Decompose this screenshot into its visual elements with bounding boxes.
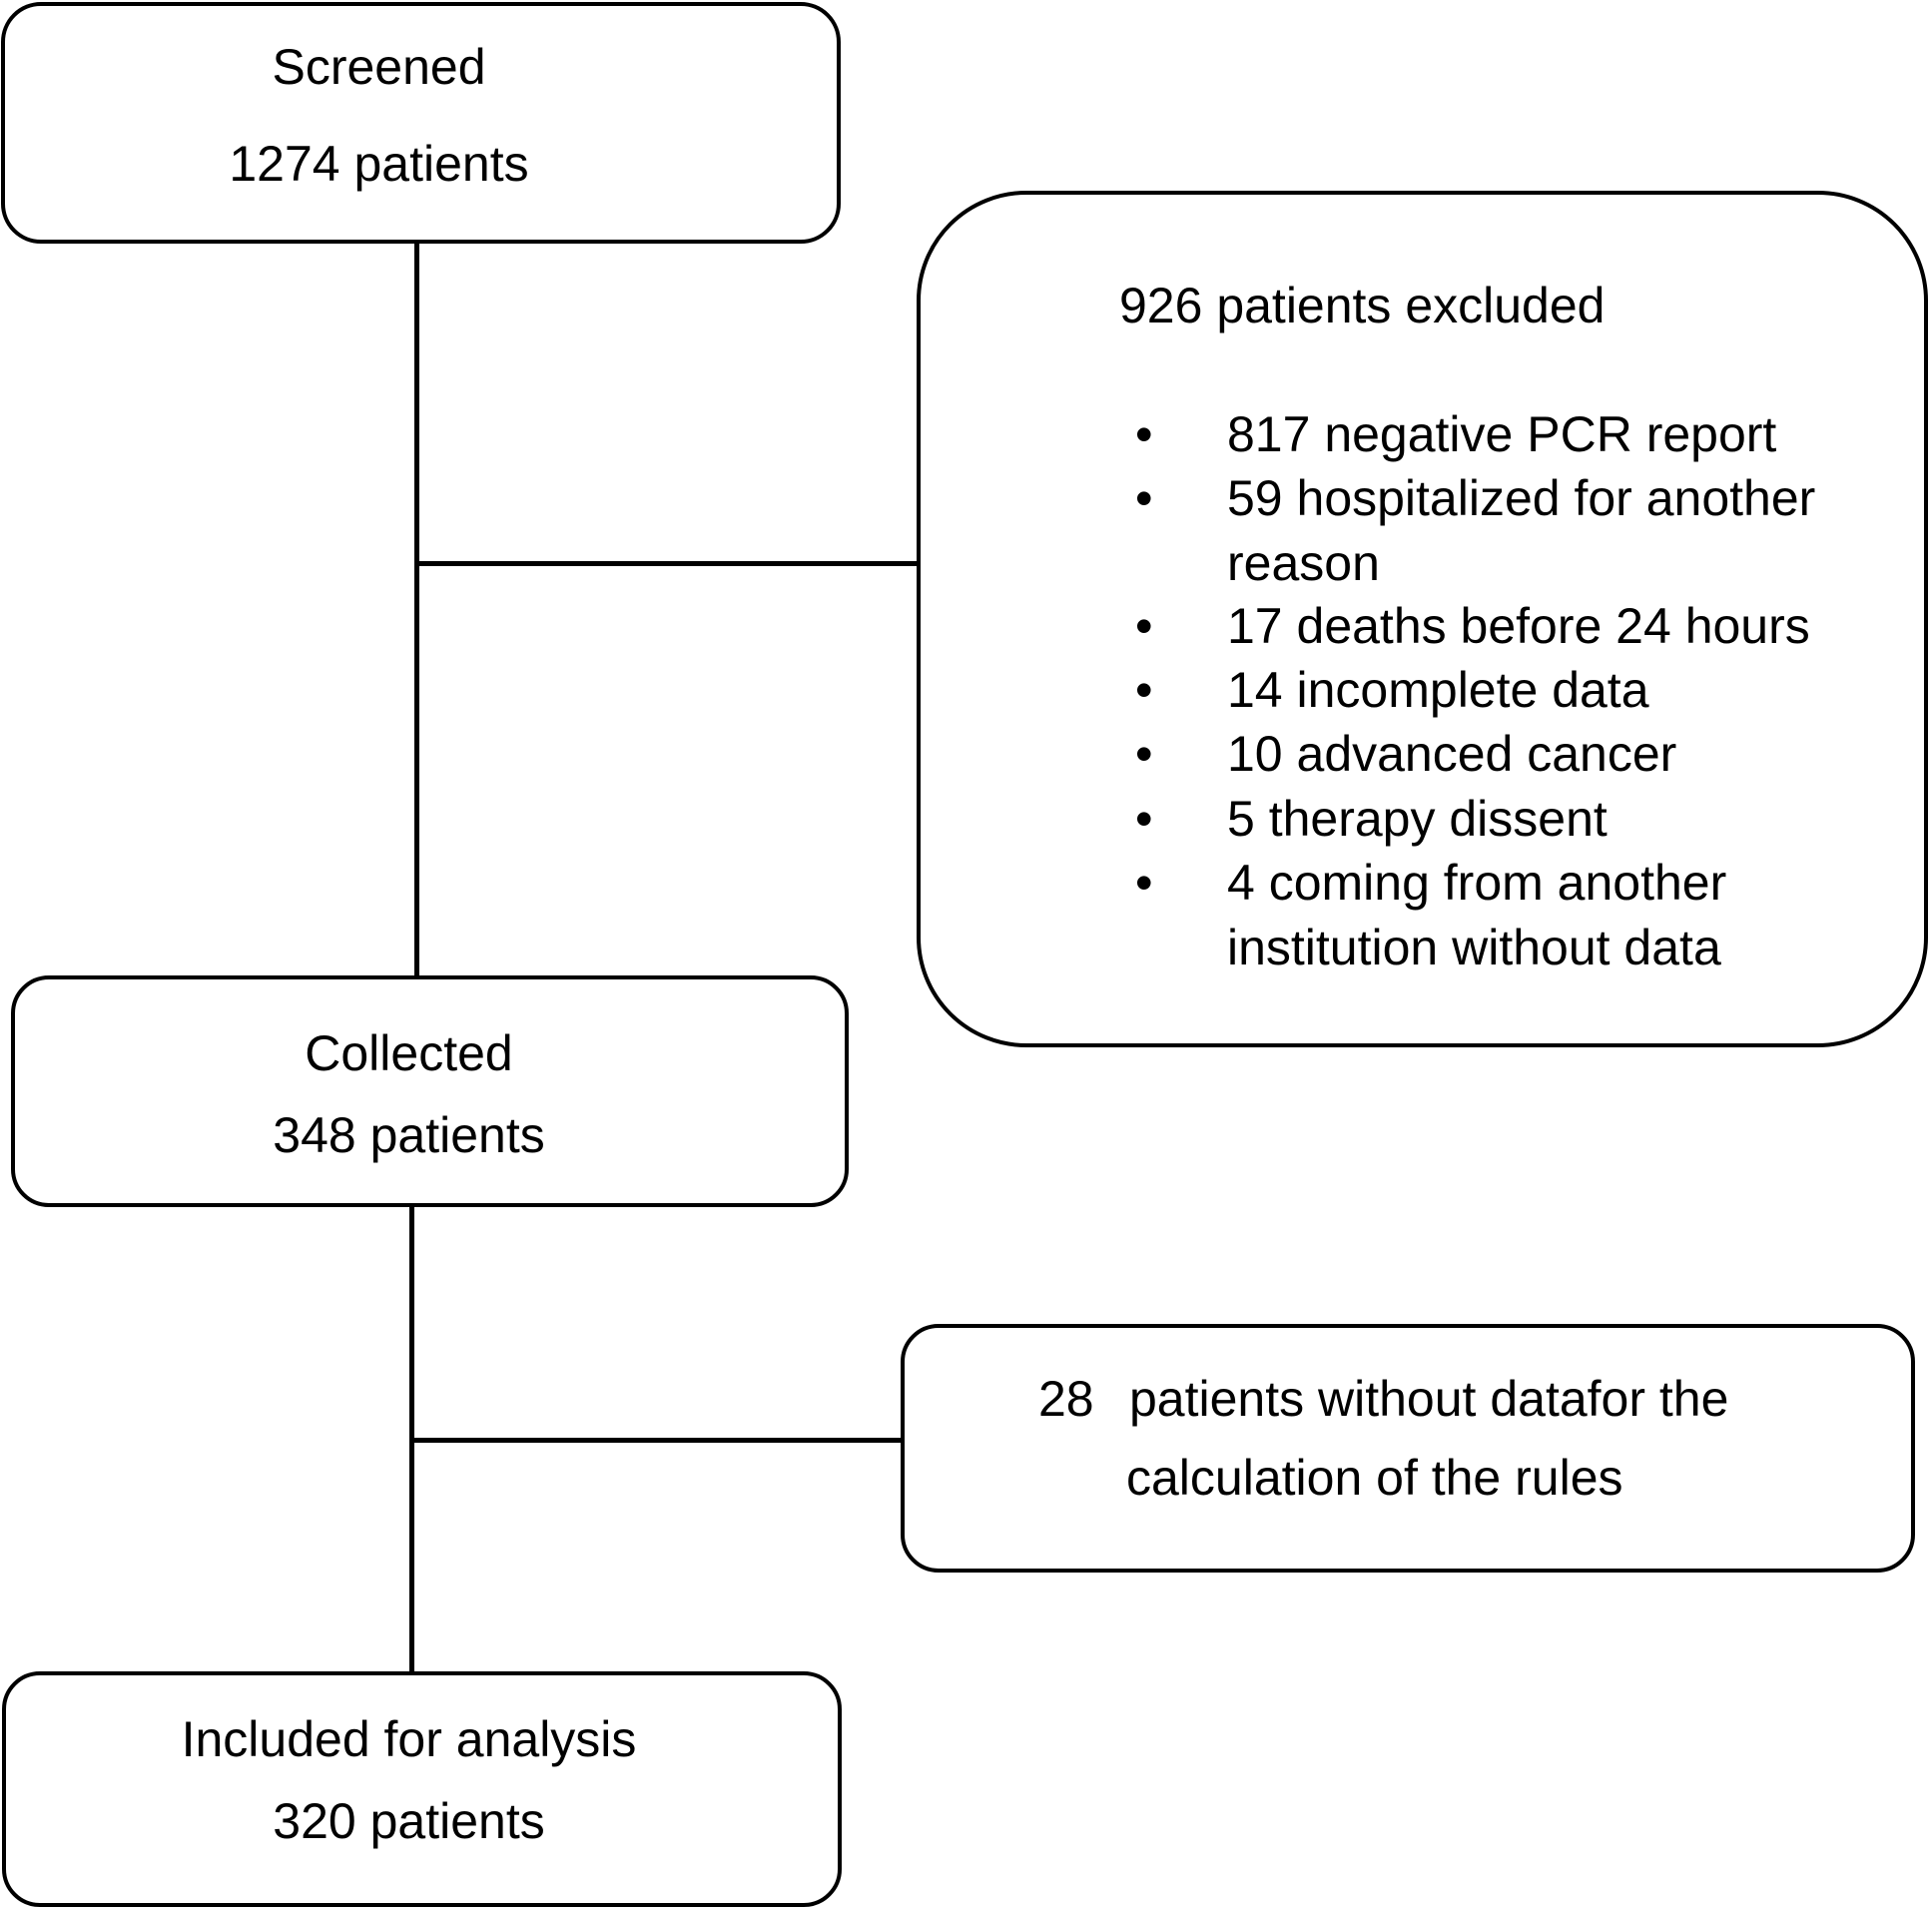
excluded-item-1: 817 negative PCR report xyxy=(1227,406,1777,462)
excluded-item-4: 14 incomplete data xyxy=(1227,662,1649,718)
bullet-icon: • xyxy=(1135,855,1153,911)
included-box xyxy=(2,1671,842,1907)
included-title: Included for analysis xyxy=(181,1711,637,1767)
excluded-item-6: 5 therapy dissent xyxy=(1227,791,1608,847)
no-data-box xyxy=(901,1324,1915,1573)
excluded-item-5: 10 advanced cancer xyxy=(1227,726,1677,782)
no-data-number: 28 xyxy=(1038,1371,1094,1427)
excluded-box xyxy=(917,191,1928,1047)
excluded-title: 926 patients excluded xyxy=(1119,278,1606,333)
screened-title: Screened xyxy=(272,39,486,95)
excluded-item-7: 4 coming from another xyxy=(1227,855,1727,911)
connector-to-excluded xyxy=(414,561,917,566)
bullet-icon: • xyxy=(1135,791,1153,847)
excluded-item-2: 59 hospitalized for another xyxy=(1227,470,1816,526)
screened-box xyxy=(1,2,841,244)
collected-count: 348 patients xyxy=(273,1107,545,1163)
bullet-icon: • xyxy=(1135,726,1153,782)
no-data-line-1: patients without datafor the xyxy=(1129,1371,1729,1427)
excluded-item-3: 17 deaths before 24 hours xyxy=(1227,598,1810,654)
excluded-item-2-cont: reason xyxy=(1227,535,1380,591)
collected-title: Collected xyxy=(305,1025,513,1081)
included-count: 320 patients xyxy=(273,1793,545,1849)
no-data-line-2: calculation of the rules xyxy=(1126,1450,1623,1506)
bullet-icon: • xyxy=(1135,406,1153,462)
connector-screened-to-collected xyxy=(414,244,419,975)
screened-count: 1274 patients xyxy=(229,136,529,192)
bullet-icon: • xyxy=(1135,662,1153,718)
bullet-icon: • xyxy=(1135,598,1153,654)
bullet-icon: • xyxy=(1135,470,1153,526)
excluded-item-7-cont: institution without data xyxy=(1227,920,1721,975)
connector-to-no-data xyxy=(409,1438,901,1443)
collected-box xyxy=(11,975,849,1207)
